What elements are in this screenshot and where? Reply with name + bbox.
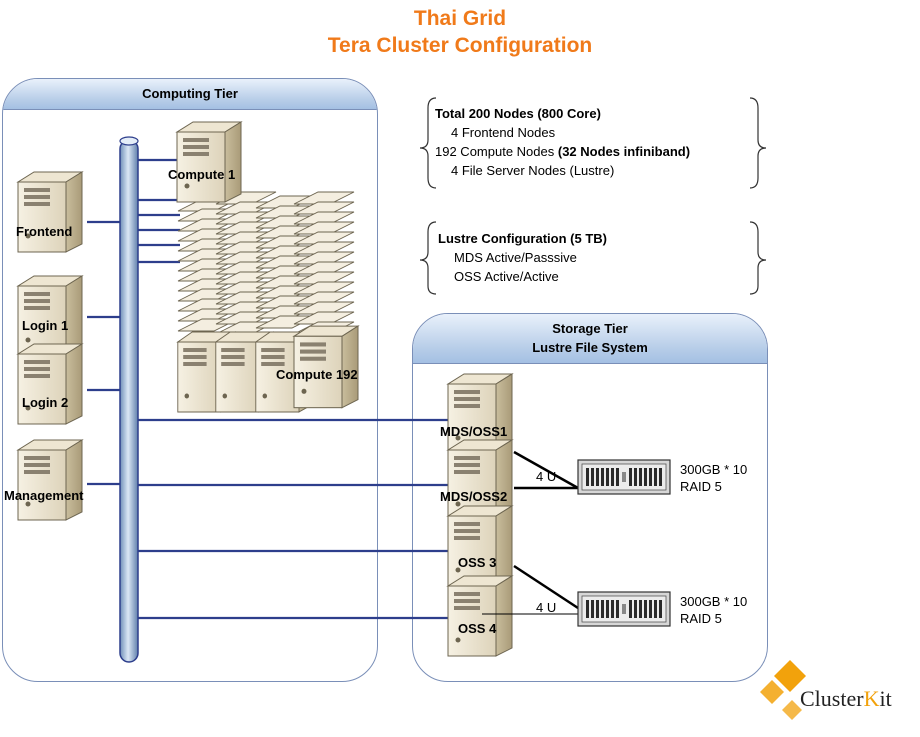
network-links <box>87 158 448 620</box>
computing-tier-label: Computing Tier <box>3 79 377 110</box>
node-label-compute1: Compute 1 <box>168 167 236 182</box>
clusterkit-logo-icon <box>760 660 806 720</box>
lustre-summary: Lustre Configuration (5 TB) MDS Active/P… <box>438 229 607 286</box>
array1-raid: RAID 5 <box>680 479 722 494</box>
node-label-mds-oss2: MDS/OSS2 <box>440 489 508 504</box>
clusterkit-logo: ClusterKit <box>800 686 892 711</box>
storage-tier-sublabel: Lustre File System <box>532 340 648 355</box>
node-label-oss3: OSS 3 <box>458 555 497 570</box>
compute1-server <box>176 121 242 203</box>
node-label-frontend: Frontend <box>16 224 73 239</box>
lustre-oss: OSS Active/Active <box>454 269 559 284</box>
node-label-management: Management <box>4 488 84 503</box>
diagram-title-line1: Thai Grid <box>413 7 507 30</box>
storage-tier-header: Storage Tier Lustre File System <box>413 314 767 364</box>
storage-array-1-spec: 300GB * 10 RAID 5 <box>680 461 747 495</box>
network-bus <box>119 136 139 663</box>
array2-raid: RAID 5 <box>680 611 722 626</box>
storage-links <box>513 450 579 610</box>
link-label-4u-2: 4 U <box>536 600 557 615</box>
info-braces <box>419 97 767 295</box>
summary-total: Total 200 Nodes (800 Core) <box>435 106 601 121</box>
node-label-compute192: Compute 192 <box>276 367 358 382</box>
node-label-login1: Login 1 <box>22 318 69 333</box>
diagram-title-line2: Tera Cluster Configuration <box>327 34 593 57</box>
storage-array-1 <box>577 459 671 495</box>
oss4-server <box>447 575 513 657</box>
storage-tier-label: Storage Tier <box>552 321 628 336</box>
summary-compute: 192 Compute Nodes (32 Nodes infiniband) <box>435 144 691 159</box>
array1-capacity: 300GB * 10 <box>680 462 748 477</box>
summary-fileserver: 4 File Server Nodes (Lustre) <box>451 163 615 178</box>
node-label-oss4: OSS 4 <box>458 621 497 636</box>
lustre-mds: MDS Active/Passsive <box>454 250 577 265</box>
lustre-title: Lustre Configuration (5 TB) <box>438 231 607 246</box>
cluster-summary: Total 200 Nodes (800 Core) 4 Frontend No… <box>435 104 690 180</box>
array2-capacity: 300GB * 10 <box>680 594 748 609</box>
summary-frontend: 4 Frontend Nodes <box>451 125 556 140</box>
storage-array-2 <box>577 591 671 627</box>
management-server <box>17 439 83 521</box>
node-label-mds-oss1: MDS/OSS1 <box>440 424 508 439</box>
node-label-login2: Login 2 <box>22 395 69 410</box>
link-label-4u-1: 4 U <box>536 469 557 484</box>
frontend-server <box>17 171 83 253</box>
storage-array-2-spec: 300GB * 10 RAID 5 <box>680 593 747 627</box>
login2-server <box>17 343 83 425</box>
oss3-server <box>447 505 513 587</box>
